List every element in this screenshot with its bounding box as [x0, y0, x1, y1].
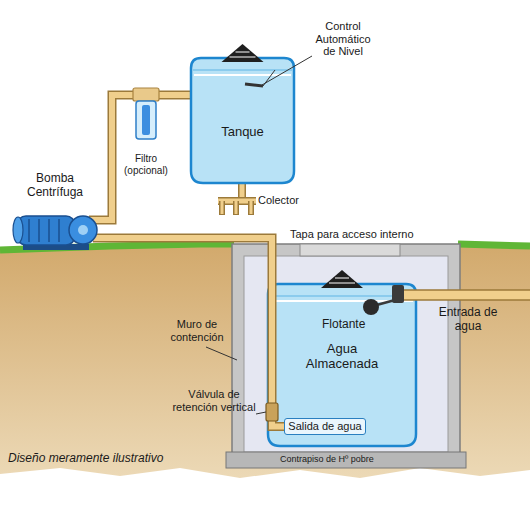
- leader-line: [206, 347, 237, 360]
- collector-pipe: [218, 197, 256, 205]
- base-slab: [226, 452, 466, 468]
- pipe-connector: [105, 95, 118, 220]
- upper-tank: Tanque: [185, 40, 300, 185]
- soil: [0, 244, 530, 478]
- pump-motor: [17, 216, 75, 245]
- storage-tank: Agua AlmacenadaSalida de agua: [262, 266, 422, 448]
- collector-pipe: [218, 199, 256, 204]
- node-text: Agua Almacenada: [297, 342, 387, 372]
- tank-body: [191, 58, 294, 183]
- lid-stripe: [335, 278, 349, 279]
- tank-lid: [222, 44, 264, 62]
- switch-cable: [263, 70, 275, 86]
- access-lid: [300, 244, 400, 256]
- callout-label: Tapa para acceso interno: [290, 228, 414, 241]
- check-valve: [266, 403, 278, 421]
- tank-shoulder: [270, 295, 414, 297]
- collector-outlet: [233, 201, 239, 215]
- collector-outlet: [221, 201, 224, 214]
- float-valve: [392, 285, 404, 303]
- pipe-outline: [105, 95, 118, 220]
- lid-stripe: [230, 57, 256, 58]
- motor-fin: [48, 219, 50, 242]
- callout-label: Control Automático de Nivel: [308, 20, 378, 58]
- pump-housing: [69, 216, 97, 244]
- retaining-wall: [232, 244, 460, 454]
- callout-label: Válvula de retención vertical: [166, 388, 262, 413]
- node-text: Salida de agua: [288, 420, 361, 433]
- collector-outlet: [235, 201, 238, 214]
- pipe-connector: [105, 238, 284, 427]
- level-switch: [245, 84, 263, 86]
- text-holder: Salida de agua: [285, 419, 365, 434]
- pipe-outline: [174, 91, 185, 100]
- inlet-pipe: [400, 290, 530, 300]
- filter-cartridge: [142, 105, 150, 135]
- collector-outlet: [248, 201, 254, 215]
- water-surface: [271, 300, 413, 302]
- filter-head: [133, 88, 159, 101]
- leader-line: [256, 412, 266, 414]
- callout-label: Entrada de agua: [436, 306, 500, 334]
- motor-fin: [58, 219, 60, 242]
- text-holder: Tanque: [185, 40, 300, 185]
- pipe-outline: [105, 238, 284, 427]
- callout-label: Flotante: [322, 318, 365, 332]
- motor-fin: [38, 219, 40, 242]
- lid-stripe: [236, 52, 250, 53]
- tank-lid: [321, 270, 363, 288]
- chamber-cavity: [244, 256, 448, 452]
- note-text: Diseño meramente ilustrativo: [8, 452, 163, 466]
- outlet-box: Salida de agua: [284, 418, 366, 435]
- node-text: Filtro (opcional): [119, 153, 173, 176]
- pipe-fill: [174, 92, 185, 98]
- motor-fin: [28, 219, 30, 242]
- water-surface: [194, 74, 291, 76]
- pipe-fill: [105, 95, 118, 220]
- collector-pipe: [238, 182, 246, 201]
- motor-cap: [13, 217, 23, 243]
- pipe-connector: [174, 95, 185, 96]
- filter-housing: [136, 101, 156, 139]
- filter-node: Filtro (opcional): [118, 84, 174, 176]
- tank-body: [268, 284, 416, 446]
- node-text: Tanque: [221, 125, 264, 140]
- node-text: Bomba Centrífuga: [19, 172, 91, 200]
- text-holder: Bomba Centrífuga: [5, 172, 105, 200]
- collector-outlet: [250, 201, 253, 214]
- text-holder: Filtro (opcional): [118, 153, 174, 176]
- float-ball: [363, 299, 379, 315]
- callout-label: Muro de contención: [166, 318, 228, 343]
- upper-tank-shape: [185, 40, 300, 185]
- callout-label: Colector: [258, 194, 299, 207]
- grass: [458, 244, 530, 246]
- slab-label: Contrapiso de Hº pobre: [280, 454, 374, 464]
- collector-pipe: [240, 182, 245, 201]
- leader-line: [262, 56, 312, 85]
- pump-hub: [78, 225, 88, 235]
- pump-node: Bomba Centrífuga: [5, 172, 105, 252]
- pipe-fill: [105, 238, 284, 427]
- float-arm: [373, 300, 395, 306]
- tank-shoulder: [193, 69, 292, 71]
- lid-stripe: [329, 283, 355, 284]
- collector-outlet: [219, 201, 225, 215]
